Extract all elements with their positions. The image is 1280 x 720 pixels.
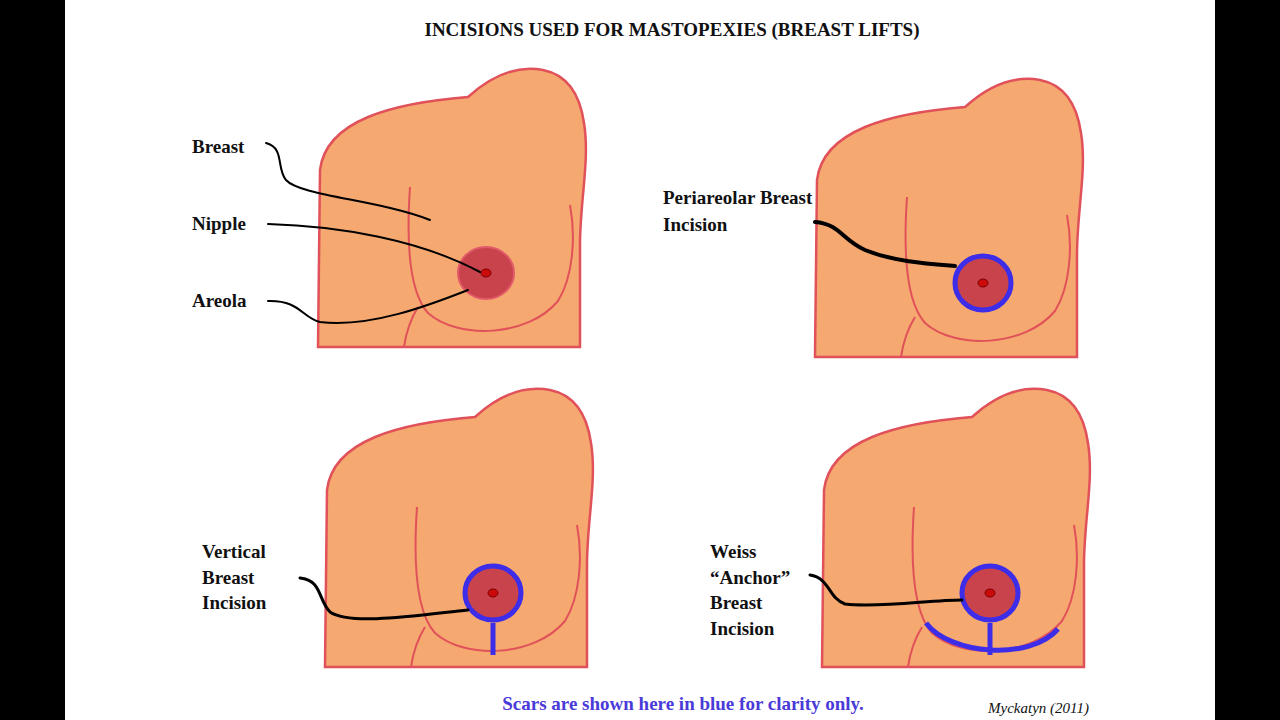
side-bar [0,0,65,720]
periareolar-scar [962,566,1018,620]
torso-figure [318,69,586,347]
nipple [488,589,498,597]
torso-outline [822,389,1090,667]
incision-label: Weiss “Anchor” Breast Incision [710,539,806,641]
torso-figure [325,389,593,667]
incision-label: Periareolar Breast Incision [663,184,818,238]
periareolar-scar [955,256,1011,310]
breast-contour [416,507,580,651]
areola [955,257,1011,309]
breast-contour [913,507,1077,651]
nipple [481,269,491,277]
part-label: Breast [192,134,312,160]
part-label: Areola [192,288,312,314]
breast-contour [906,197,1070,341]
breast-contour [409,187,573,331]
leader-line [266,143,430,220]
breast-contour [901,317,915,357]
leader-line [268,290,468,323]
torso-outline [318,69,586,347]
leader-line [300,578,468,619]
areola [962,567,1018,619]
side-bar [1215,0,1280,720]
part-label: Nipple [192,211,312,237]
torso-outline [325,389,593,667]
breast-contour [404,307,418,347]
nipple [978,279,988,287]
torso-figure [822,389,1090,667]
diagram-title: INCISIONS USED FOR MASTOPEXIES (BREAST L… [0,17,1280,43]
breast-contour [908,627,922,667]
areola [465,567,521,619]
leader-line [815,222,955,266]
breast-contour [411,627,425,667]
credit-label: Myckatyn (2011) [988,695,1168,720]
vertical-scar [491,623,496,655]
periareolar-scar [465,566,521,620]
torso-outline [815,79,1083,357]
torso-figure [815,79,1083,357]
inframammary-scar [926,623,1058,650]
leader-line [268,224,480,272]
incision-label: Vertical Breast Incision [202,539,297,616]
leader-line [810,575,962,605]
nipple [985,589,995,597]
